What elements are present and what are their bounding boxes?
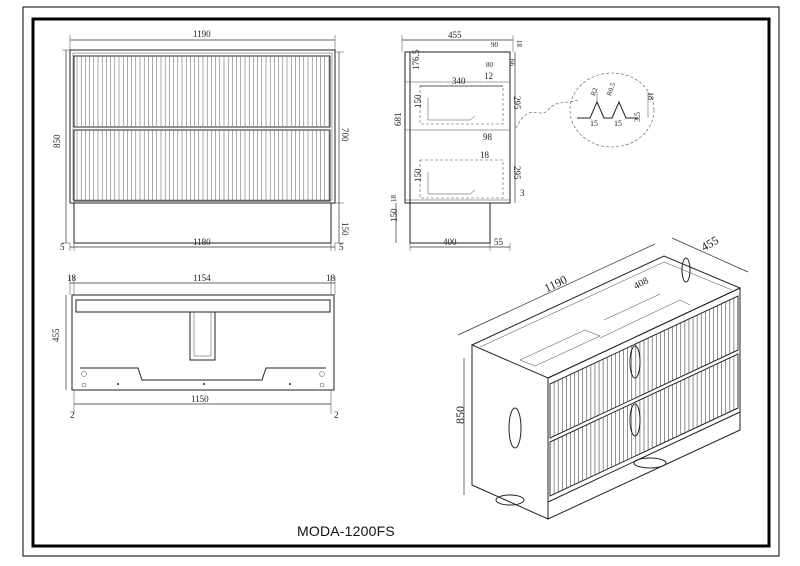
front-drawer-height: 700 (340, 128, 350, 142)
side-drawer-b: 295 (512, 166, 522, 180)
side-base-left: 18 (390, 195, 398, 203)
iso-depth: 455 (699, 233, 722, 254)
side-inner-a: 150 (413, 94, 423, 108)
iso-inner-depth: 408 (632, 275, 650, 292)
side-top-right-b: 18 (515, 40, 523, 48)
front-offset-left: 5 (60, 242, 65, 252)
isometric-view: 1190 455 408 850 (453, 233, 749, 520)
top-view: 1154 18 18 455 1150 2 2 (51, 273, 339, 420)
inner-border (31, 17, 771, 548)
detail-w-b: 15 (614, 119, 622, 128)
top-width-inner: 1154 (193, 273, 211, 283)
side-plinth-depth: 400 (443, 237, 457, 247)
detail-w-a: 15 (590, 119, 598, 128)
detail-h-a: 18 (646, 92, 655, 100)
outer-border (22, 6, 780, 557)
profile-detail: R2 R0.5 15 15 18 3.5 (515, 72, 655, 148)
top-width-bottom: 1150 (191, 394, 209, 404)
front-view: 1190 850 700 150 1180 5 5 (52, 29, 350, 252)
side-drawer-a: 295 (512, 96, 522, 110)
side-body-height: 681 (393, 113, 403, 127)
front-plinth-height: 150 (340, 222, 350, 236)
side-rail-b: 18 (480, 150, 490, 160)
iso-drawer-fluting (549, 296, 739, 496)
iso-height: 850 (453, 406, 467, 424)
top-depth: 455 (51, 328, 61, 342)
drawing-title: MODA-1200FS (297, 523, 395, 539)
side-gap: 12 (484, 71, 493, 81)
detail-r-b: R0.5 (605, 81, 617, 97)
side-top-gap: 176.5 (411, 49, 421, 70)
front-width-top: 1190 (193, 29, 211, 39)
side-small: 3 (520, 188, 525, 198)
front-width-bottom: 1180 (193, 237, 211, 247)
side-drawer-depth: 340 (452, 76, 466, 86)
side-top-right-c: 80 (486, 61, 494, 69)
front-height-total: 850 (52, 134, 62, 148)
detail-r-a: R2 (589, 86, 599, 97)
top-left: 18 (67, 273, 77, 283)
front-offset-right: 5 (339, 242, 344, 252)
top-left-small: 2 (70, 410, 75, 420)
side-rail-a: 98 (483, 132, 493, 142)
side-top-right-d: 66 (508, 59, 516, 67)
side-plinth: 150 (389, 208, 399, 222)
top-right-small: 2 (334, 410, 339, 420)
detail-h-b: 3.5 (633, 112, 642, 122)
side-inner-b: 150 (413, 168, 423, 182)
side-view: 455 90 18 340 12 176.5 80 66 150 150 681… (389, 30, 525, 251)
iso-width: 1190 (542, 272, 569, 295)
side-top-right-a: 90 (491, 41, 499, 49)
side-plinth-back: 55 (494, 237, 504, 247)
top-right: 18 (326, 273, 336, 283)
side-depth: 455 (448, 30, 462, 40)
drawer-fluting (76, 57, 330, 200)
